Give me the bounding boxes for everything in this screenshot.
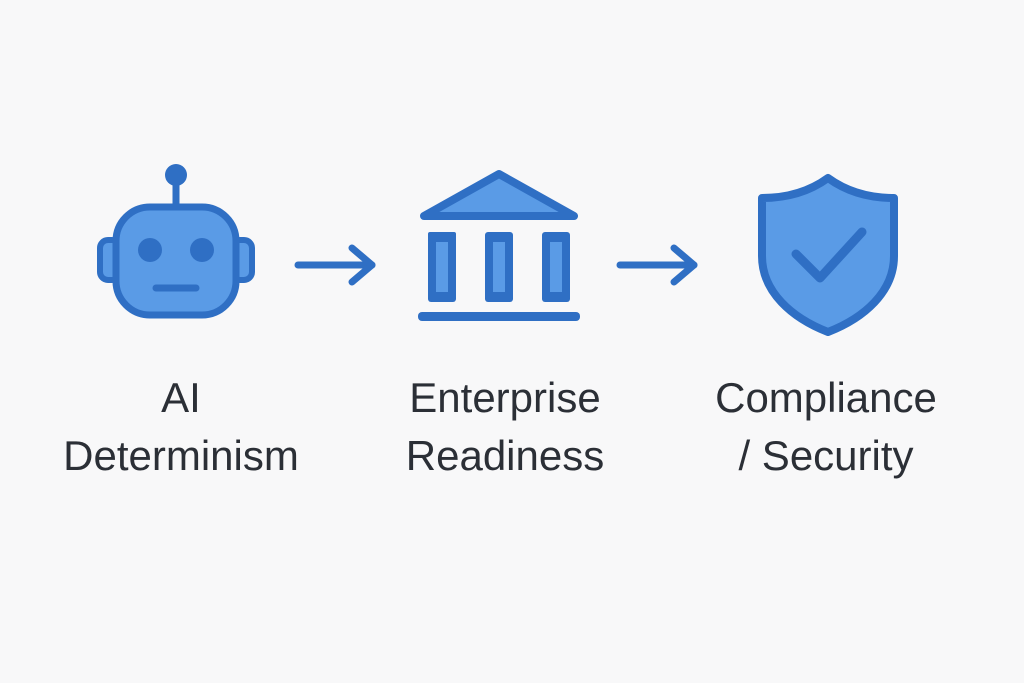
label-line: / Security [738,432,914,479]
label-line: Compliance [715,374,937,421]
step-label-enterprise-readiness: Enterprise Readiness [360,369,650,485]
bank-building-icon [412,166,586,328]
arrow-right-icon [614,242,704,288]
label-line: Readiness [405,432,605,479]
robot-icon [96,160,256,325]
shield-check-icon [752,170,904,340]
step-label-ai-determinism: AI Determinism [36,369,326,485]
label-line: AI [161,374,201,421]
step-label-compliance-security: Compliance / Security [676,369,976,485]
label-line: Determinism [63,432,299,479]
arrow-right-icon [292,242,382,288]
label-line: Enterprise [409,374,601,421]
